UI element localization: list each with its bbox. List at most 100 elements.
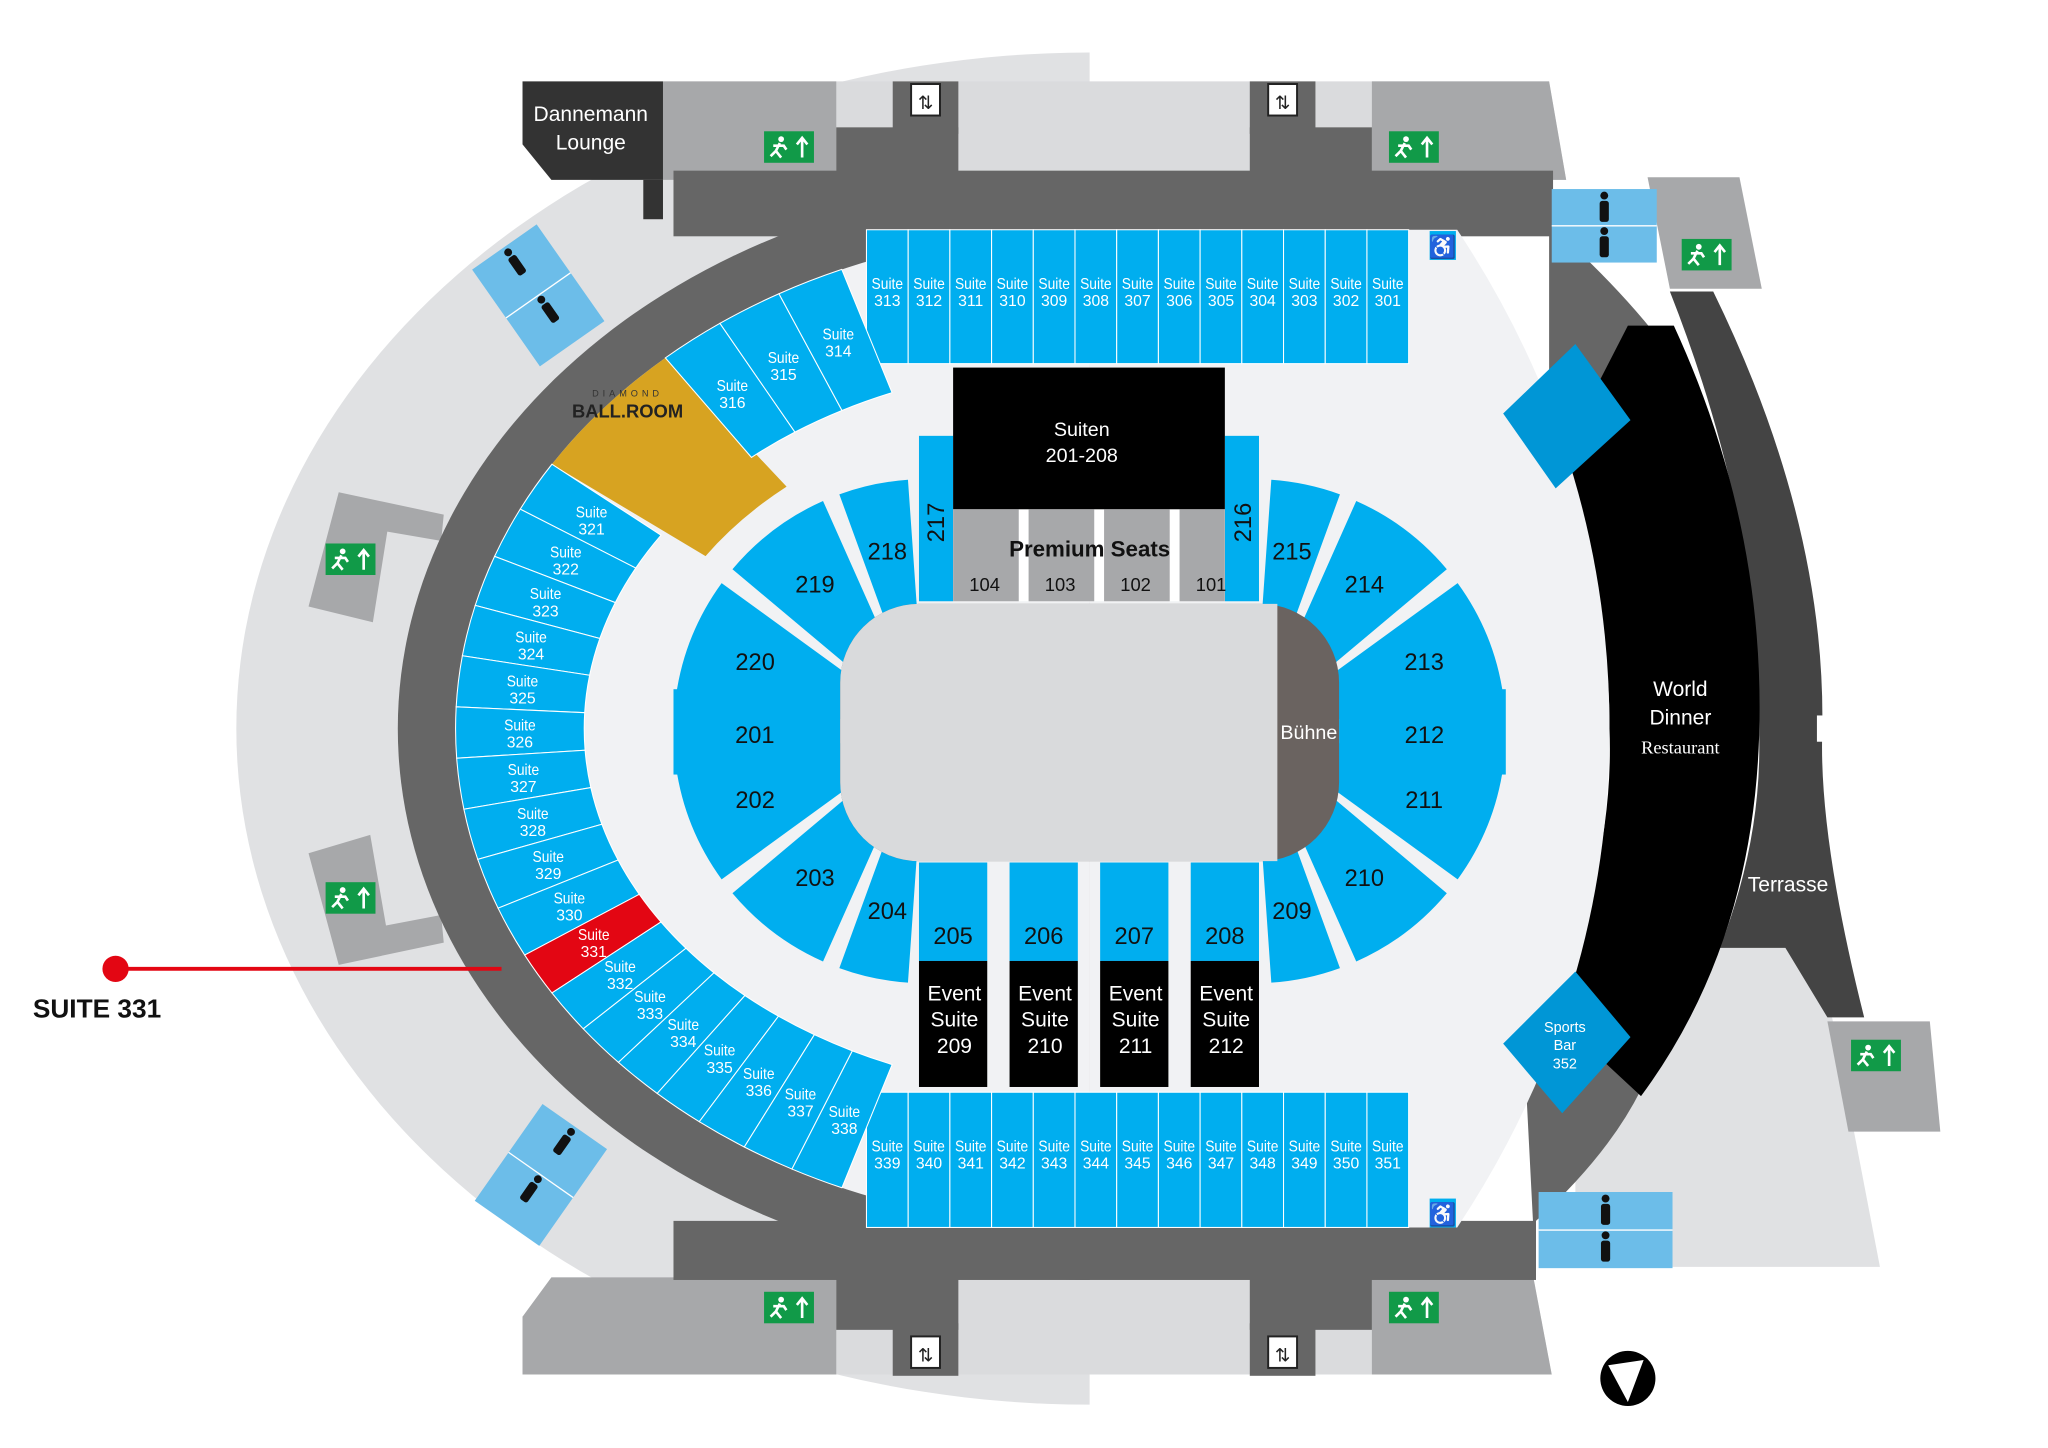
premium-seat-103[interactable]: 103 xyxy=(1028,509,1095,602)
diamond-ballroom[interactable] xyxy=(551,357,787,557)
suite-word: Suite xyxy=(1038,1138,1070,1155)
section-208[interactable]: 208 xyxy=(1190,862,1259,961)
suite-word: Suite xyxy=(1164,276,1196,293)
suite-word: Suite xyxy=(1205,1138,1237,1155)
suite-336[interactable]: Suite 336 xyxy=(698,1015,816,1148)
section-205[interactable]: 205 xyxy=(918,862,988,961)
section-207[interactable]: 207 xyxy=(1100,862,1169,961)
section-202[interactable]: 202 xyxy=(675,741,868,880)
section-206[interactable]: 206 xyxy=(1009,862,1078,961)
ring-gap xyxy=(1816,715,1825,742)
suite-number: 336 xyxy=(746,1083,773,1100)
suite-number: 334 xyxy=(670,1034,697,1051)
premium-seat-label: 103 xyxy=(1045,574,1076,595)
terrace-label: Terrasse xyxy=(1748,873,1829,896)
section-220[interactable]: 220 xyxy=(675,583,868,722)
section-217[interactable]: 217 xyxy=(918,435,954,602)
section-212[interactable]: 212 xyxy=(1339,689,1506,775)
premium-seat-101[interactable]: 101 xyxy=(1179,509,1227,602)
elevator-icon: ⇅ xyxy=(910,1335,941,1369)
suiten-201-208[interactable] xyxy=(953,367,1225,510)
suite-number: 347 xyxy=(1208,1155,1234,1172)
event-suite-number: 210 xyxy=(1027,1035,1062,1058)
suite-number: 350 xyxy=(1333,1155,1360,1172)
section-label: 208 xyxy=(1205,924,1244,950)
suite-word: Suite xyxy=(785,1086,817,1103)
event-suite-word: Suite xyxy=(930,1009,978,1032)
section-label: 210 xyxy=(1345,866,1384,892)
event-suite-number: 211 xyxy=(1119,1035,1152,1058)
section-213[interactable]: 213 xyxy=(1312,583,1504,722)
section-label: 205 xyxy=(933,924,972,950)
suite-number: 327 xyxy=(510,779,536,796)
emergency-exit-icon xyxy=(764,1291,814,1324)
suite-word: Suite xyxy=(913,1138,945,1155)
dannemann-lounge[interactable] xyxy=(522,81,663,180)
top-block-right xyxy=(1371,81,1567,180)
svg-text:♿: ♿ xyxy=(1429,234,1457,260)
premium-seat-104[interactable]: 104 xyxy=(953,509,1019,602)
premium-seat-label: 102 xyxy=(1120,574,1151,595)
premium-seat-102[interactable]: 102 xyxy=(1104,509,1170,602)
event-suite-word: Event xyxy=(1018,982,1072,1005)
section-211[interactable]: 211 xyxy=(1312,741,1504,880)
suite-number: 331 xyxy=(581,944,607,961)
suite-number: 343 xyxy=(1041,1155,1068,1172)
section-216[interactable]: 216 xyxy=(1224,435,1259,602)
suite-word: Suite xyxy=(517,806,549,823)
restaurant-label-1: World xyxy=(1653,678,1707,701)
section-201[interactable]: 201 xyxy=(673,689,841,775)
suite-number: 337 xyxy=(787,1103,813,1120)
